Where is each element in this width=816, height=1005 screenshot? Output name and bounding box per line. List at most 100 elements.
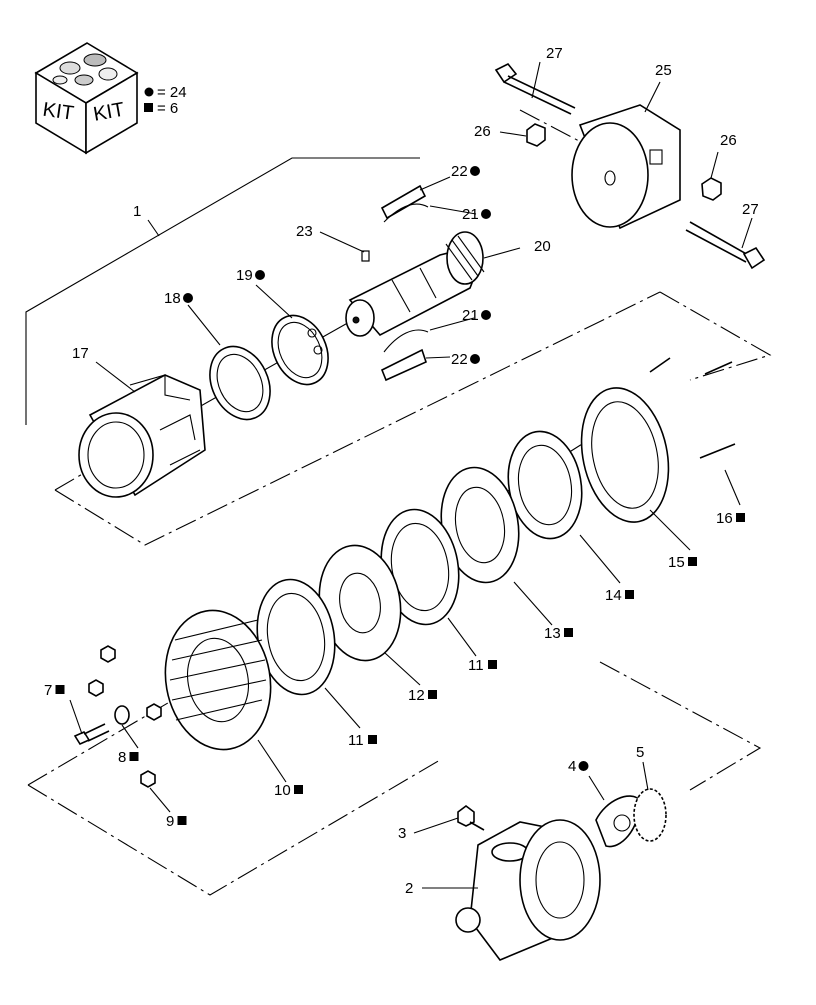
legend-square-text: = 6 bbox=[157, 100, 178, 117]
callout-label: 19 bbox=[236, 267, 253, 284]
legend-square-symbol bbox=[144, 103, 153, 112]
callout-c23: 23 bbox=[296, 223, 313, 240]
callout-label: 3 bbox=[398, 825, 406, 842]
callout-label: 17 bbox=[72, 345, 89, 362]
kit-square-marker bbox=[368, 735, 377, 744]
callout-label: 26 bbox=[720, 132, 737, 149]
part-21-22-half-rings bbox=[380, 184, 429, 382]
kit-square-marker bbox=[177, 816, 187, 825]
callout-label: 21 bbox=[462, 206, 479, 223]
kit-circle-marker bbox=[481, 209, 491, 219]
callout-c19: 19 bbox=[236, 267, 265, 284]
part-11-friction-disc-upper bbox=[380, 508, 460, 626]
callout-label: 26 bbox=[474, 123, 491, 140]
part-2-yoke bbox=[455, 819, 601, 961]
part-20-shaft bbox=[345, 231, 485, 337]
callout-label: 7 bbox=[44, 682, 52, 699]
part-23-key bbox=[361, 250, 370, 262]
callout-label: 25 bbox=[655, 62, 672, 79]
legend-circle-text: = 24 bbox=[157, 84, 187, 101]
callout-c27b: 27 bbox=[742, 201, 759, 218]
part-25-counterweight bbox=[571, 104, 681, 230]
part-14-friction-disc bbox=[507, 430, 583, 540]
callout-c7: 7 bbox=[44, 682, 65, 699]
callout-c11b: 11 bbox=[348, 732, 377, 749]
callout-c1: 1 bbox=[133, 203, 141, 220]
callout-label: 27 bbox=[546, 45, 563, 62]
callout-c12: 12 bbox=[408, 687, 437, 704]
kit-legend: = 24 = 6 bbox=[144, 84, 187, 117]
kit-label-left: KIT bbox=[41, 99, 75, 125]
callout-c21b: 21 bbox=[462, 307, 491, 324]
callout-label: 1 bbox=[133, 203, 141, 220]
part-3-grease-fitting bbox=[457, 805, 485, 831]
callout-label: 13 bbox=[544, 625, 561, 642]
assembly-bracket bbox=[25, 157, 420, 425]
callout-label: 18 bbox=[164, 290, 181, 307]
part-26-nuts bbox=[526, 123, 722, 201]
kit-square-marker bbox=[428, 690, 437, 699]
kit-circle-marker bbox=[183, 293, 193, 303]
part-4-tab-washer bbox=[595, 795, 641, 848]
leader-lines bbox=[69, 61, 753, 889]
kit-label-right: KIT bbox=[92, 99, 126, 126]
callout-label: 16 bbox=[716, 510, 733, 527]
callout-c5: 5 bbox=[636, 744, 644, 761]
callout-label: 22 bbox=[451, 351, 468, 368]
legend-circle-symbol bbox=[144, 87, 154, 97]
callout-label: 14 bbox=[605, 587, 622, 604]
kit-square-marker bbox=[488, 660, 497, 669]
part-16-bolts bbox=[649, 357, 736, 459]
callout-c17: 17 bbox=[72, 345, 89, 362]
callout-c26b: 26 bbox=[720, 132, 737, 149]
kit-circle-marker bbox=[255, 270, 265, 280]
callout-c21a: 21 bbox=[462, 206, 491, 223]
callout-c11a: 11 bbox=[468, 657, 497, 674]
callout-c26a: 26 bbox=[474, 123, 491, 140]
part-10-finned-housing bbox=[164, 609, 272, 751]
kit-box-icon: KIT KIT bbox=[34, 42, 139, 155]
callout-c9: 9 bbox=[166, 813, 187, 830]
kit-square-marker bbox=[625, 590, 634, 599]
part-17-housing bbox=[78, 374, 206, 498]
callout-label: 22 bbox=[451, 163, 468, 180]
group-outline-lower bbox=[27, 661, 762, 896]
kit-circle-marker bbox=[470, 354, 480, 364]
kit-circle-marker bbox=[481, 310, 491, 320]
callout-c2: 2 bbox=[405, 880, 413, 897]
callout-label: 21 bbox=[462, 307, 479, 324]
kit-circle-marker bbox=[578, 761, 589, 771]
parts-7-8-9-fasteners bbox=[73, 645, 162, 788]
kit-circle-marker bbox=[470, 166, 480, 176]
kit-square-marker bbox=[55, 685, 65, 694]
kit-square-marker bbox=[564, 628, 573, 637]
callout-c10: 10 bbox=[274, 782, 303, 799]
callout-c13: 13 bbox=[544, 625, 573, 642]
part-19-snap-ring bbox=[271, 314, 329, 386]
callout-c27a: 27 bbox=[546, 45, 563, 62]
part-15-backing-plate bbox=[580, 387, 670, 523]
callout-labels: 1234578910111112131415161718192021212222… bbox=[44, 45, 759, 897]
callout-c20: 20 bbox=[534, 238, 551, 255]
callout-label: 4 bbox=[568, 758, 576, 775]
kit-square-marker bbox=[294, 785, 303, 794]
callout-label: 8 bbox=[118, 749, 126, 766]
callout-label: 27 bbox=[742, 201, 759, 218]
callout-c14: 14 bbox=[605, 587, 634, 604]
callout-c22a: 22 bbox=[451, 163, 480, 180]
callout-c3: 3 bbox=[398, 825, 406, 842]
callout-label: 20 bbox=[534, 238, 551, 255]
part-5-snap-ring bbox=[633, 788, 667, 842]
callout-label: 10 bbox=[274, 782, 291, 799]
callout-label: 11 bbox=[348, 732, 364, 749]
part-27-bolt-lower bbox=[685, 221, 766, 270]
callout-c16: 16 bbox=[716, 510, 745, 527]
callout-label: 9 bbox=[166, 813, 174, 830]
callout-label: 11 bbox=[468, 657, 484, 674]
callout-label: 5 bbox=[636, 744, 644, 761]
kit-square-marker bbox=[736, 513, 745, 522]
callout-label: 15 bbox=[668, 554, 685, 571]
callout-label: 23 bbox=[296, 223, 313, 240]
